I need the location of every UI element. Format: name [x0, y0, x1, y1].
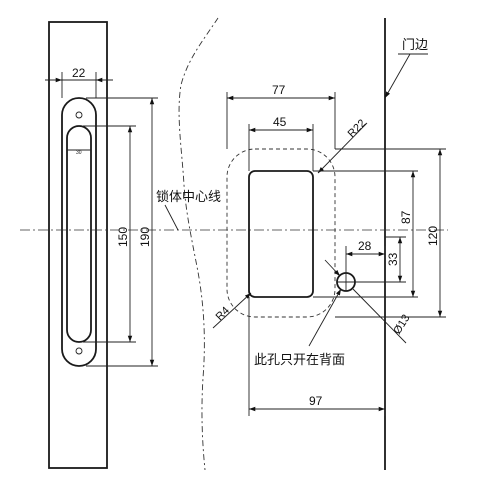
faceplate-view: 30 — [48, 21, 108, 469]
cutout-inner — [248, 170, 314, 298]
hole-note-label: 此孔只开在背面 — [254, 352, 345, 367]
dim-hole-offset-y-label: 33 — [386, 252, 400, 266]
dim-plate-outer-label: 190 — [138, 227, 152, 247]
dim-plate-outer: 190 — [86, 97, 158, 367]
faceplate-screw-top — [75, 111, 83, 119]
leader-r4: R4 — [212, 292, 252, 329]
dim-cutout-inner-label: 45 — [273, 115, 287, 129]
dim-cutout-inner: 45 — [248, 115, 314, 171]
faceplate-tiny-label: 30 — [76, 150, 82, 156]
leader-r4-label: R4 — [214, 305, 232, 323]
dim-total-depth: 97 — [248, 297, 386, 416]
dim-hole-offset-x-label: 28 — [358, 239, 372, 253]
dim-plate-width: 22 — [45, 66, 113, 98]
leader-hole-dia-label: Ø13 — [391, 313, 412, 337]
door-edge-label: 门边 — [402, 37, 428, 52]
dim-plate-inner: 150 — [83, 125, 136, 343]
dim-height-inner: 87 — [313, 170, 418, 298]
dim-hole-offset-x: 28 — [345, 239, 386, 273]
dim-cutout-outer-label: 77 — [272, 83, 286, 97]
faceplate-outer-slot — [61, 97, 97, 367]
dim-height-outer-label: 120 — [426, 226, 440, 246]
leader-hole-dia: Ø13 — [324, 259, 413, 344]
faceplate-screw-bottom — [75, 347, 83, 355]
leader-r22-label: R22 — [346, 117, 369, 140]
dim-plate-inner-label: 150 — [116, 227, 130, 247]
leader-hole-note: 此孔只开在背面 — [254, 288, 345, 367]
centerline-label: 锁体中心线 — [156, 189, 221, 204]
dim-total-depth-label: 97 — [309, 394, 323, 408]
door-wavy-edge — [178, 17, 219, 471]
leader-door-edge: 门边 — [384, 37, 428, 99]
dim-hole-offset-y: 33 — [355, 236, 406, 283]
faceplate-inner-slot — [66, 125, 92, 343]
faceplate-body — [48, 21, 108, 469]
dim-height-outer: 120 — [335, 148, 446, 318]
cutout-outer-dashed — [226, 148, 336, 318]
leader-centerline: 锁体中心线 — [156, 189, 221, 231]
leader-r22: R22 — [317, 117, 369, 174]
dim-height-inner-label: 87 — [399, 210, 413, 224]
dim-plate-width-label: 22 — [72, 66, 86, 80]
dim-cutout-outer: 77 — [226, 83, 336, 149]
